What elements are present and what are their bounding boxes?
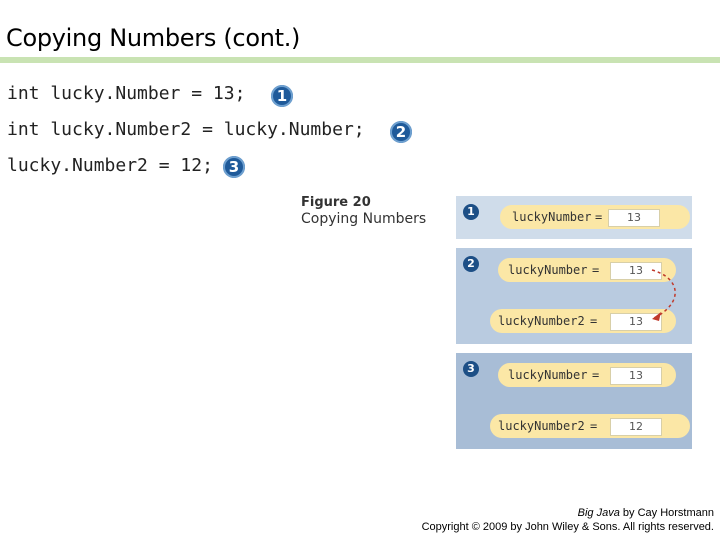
variable-equals: =	[592, 368, 600, 382]
step-2-badge: 2	[463, 256, 479, 272]
code-line-1: int lucky.Number = 13;	[7, 83, 246, 104]
copy-arrow-icon	[651, 269, 676, 321]
slide-title: Copying Numbers (cont.)	[6, 24, 301, 52]
code-badge-1: 1	[271, 85, 293, 107]
variable-equals: =	[590, 314, 598, 328]
variable-pill: luckyNumber = 13	[498, 258, 676, 282]
title-divider	[0, 57, 720, 63]
figure-caption: Copying Numbers	[301, 211, 427, 227]
variable-pill: luckyNumber = 13	[498, 363, 676, 387]
variable-value-box: 12	[610, 418, 662, 436]
variable-name: luckyNumber	[508, 263, 588, 277]
variable-name: luckyNumber2	[498, 419, 585, 433]
variable-value-box: 13	[608, 209, 660, 227]
code-line-3: lucky.Number2 = 12;	[7, 155, 213, 176]
footer-book-title: Big Java	[577, 507, 620, 519]
variable-value-box: 13	[610, 262, 662, 280]
variable-pill: luckyNumber2 = 13	[490, 309, 676, 333]
variable-equals: =	[590, 419, 598, 433]
footer-book-author: by Cay Horstmann	[619, 507, 714, 519]
figure-step-3-panel: 3 luckyNumber = 13 luckyNumber2 = 12	[456, 353, 692, 449]
variable-equals: =	[595, 210, 603, 224]
code-badge-2: 2	[390, 121, 412, 143]
figure-step-2-panel: 2 luckyNumber = 13 luckyNumber2 = 13	[456, 248, 692, 344]
step-3-badge: 3	[463, 361, 479, 377]
footer-copyright: Copyright © 2009 by John Wiley & Sons. A…	[421, 521, 714, 533]
figure-label: Figure 20 Copying Numbers	[301, 195, 426, 227]
variable-name: luckyNumber	[512, 210, 592, 224]
variable-equals: =	[592, 263, 600, 277]
figure-number: Figure 20	[301, 195, 371, 210]
variable-value-box: 13	[610, 367, 662, 385]
figure-step-1-panel: 1 luckyNumber = 13	[456, 196, 692, 239]
variable-pill: luckyNumber2 = 12	[490, 414, 690, 438]
code-line-2: int lucky.Number2 = lucky.Number;	[7, 119, 365, 140]
step-1-badge: 1	[463, 204, 479, 220]
variable-pill: luckyNumber = 13	[500, 205, 690, 229]
code-badge-3: 3	[223, 156, 245, 178]
variable-name: luckyNumber	[508, 368, 588, 382]
variable-name: luckyNumber2	[498, 314, 585, 328]
footer-book-credit: Big Java by Cay Horstmann	[578, 507, 714, 519]
variable-value-box: 13	[610, 313, 662, 331]
